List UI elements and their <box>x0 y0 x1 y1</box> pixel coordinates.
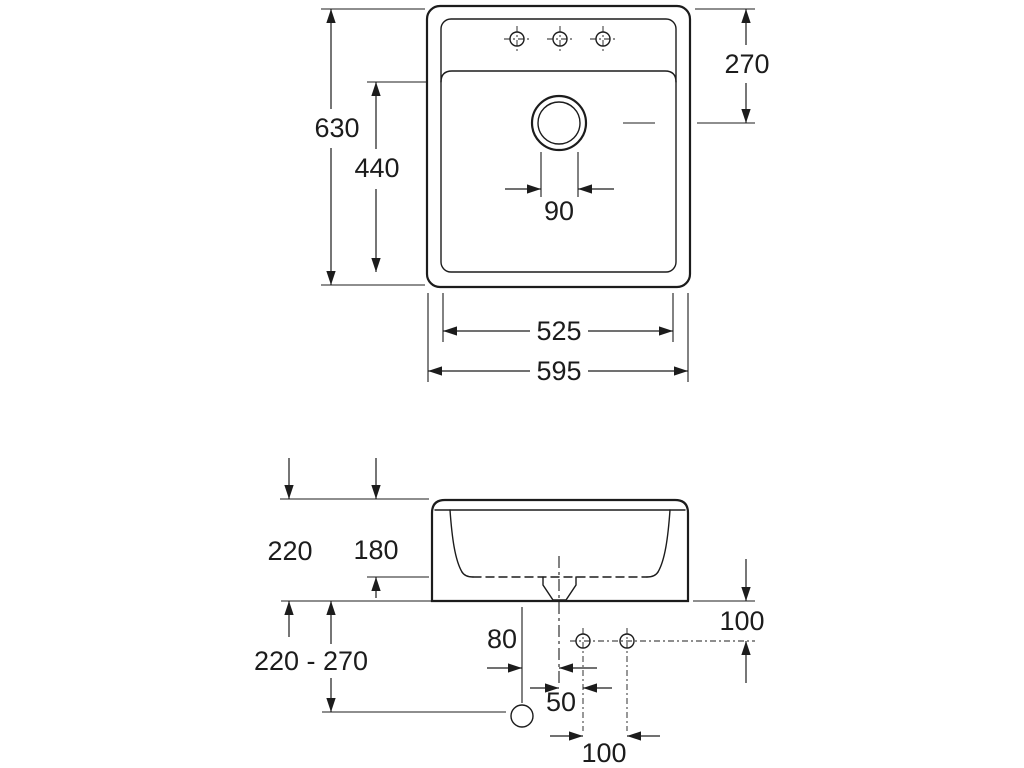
bowl-corner-right <box>646 571 659 578</box>
dim-label-595: 595 <box>536 356 581 386</box>
bowl-wall-left <box>449 509 463 573</box>
dim-drain-span: 90 <box>505 152 614 226</box>
sink-inner-edge <box>440 18 677 273</box>
dim-overall-width: 595 <box>427 293 689 386</box>
dim-outlet-offset: 80 <box>487 624 597 673</box>
waste-outlet-circle <box>510 704 534 728</box>
faucet-holes <box>504 26 616 52</box>
dim-side-height: 100 <box>719 559 765 683</box>
drain <box>530 94 655 152</box>
dim-label-220: 220 <box>267 536 312 566</box>
dim-label-180: 180 <box>353 535 398 565</box>
sink-front-view: 220 180 220 - 270 80 50 <box>254 458 765 768</box>
tap-ledge-line <box>440 70 677 83</box>
faucet-hole <box>590 26 616 52</box>
dim-label-630: 630 <box>314 113 359 143</box>
dim-inner-depth: 180 <box>353 458 399 598</box>
faucet-hole <box>504 26 530 52</box>
dim-hole-spacing: 100 <box>550 731 660 768</box>
drain-funnel <box>542 576 577 601</box>
dim-front-to-drain: 270 <box>695 8 770 124</box>
faucet-hole <box>547 26 573 52</box>
dim-front-height: 220 <box>267 458 313 637</box>
dim-height-range: 220 - 270 <box>254 601 368 712</box>
sink-top-view: 90 630 440 270 <box>314 4 770 386</box>
dim-bowl-length: 440 <box>354 81 427 272</box>
dim-label-220-270: 220 - 270 <box>254 646 368 676</box>
bowl-wall-right <box>657 509 671 573</box>
drain-inner-circle <box>537 101 581 145</box>
dim-label-100-right: 100 <box>719 606 764 636</box>
dim-label-440: 440 <box>354 153 399 183</box>
dim-label-50: 50 <box>546 687 576 717</box>
front-outline <box>430 498 690 603</box>
dim-label-270: 270 <box>724 49 769 79</box>
dim-hole-offset: 50 <box>530 683 612 717</box>
dim-bowl-width: 525 <box>442 293 674 346</box>
dim-label-525: 525 <box>536 316 581 346</box>
dim-label-100-bottom: 100 <box>581 738 626 768</box>
dim-overall-height: 630 <box>314 8 425 286</box>
dim-label-80: 80 <box>487 624 517 654</box>
dim-label-90: 90 <box>544 196 574 226</box>
bowl-corner-left <box>461 571 474 578</box>
drain-outer-circle <box>530 94 588 152</box>
sink-outer-edge <box>425 4 692 289</box>
